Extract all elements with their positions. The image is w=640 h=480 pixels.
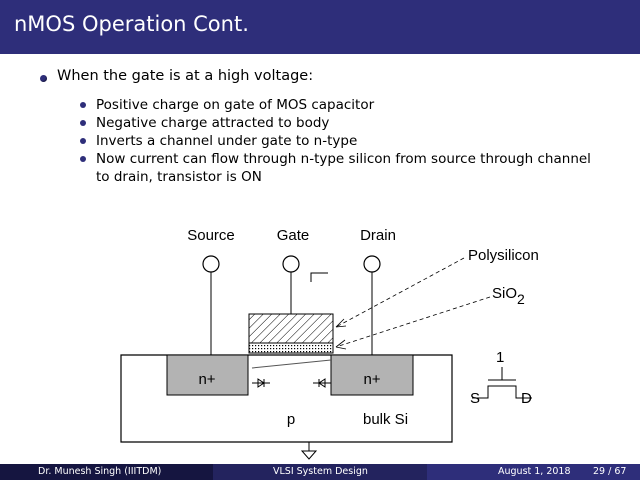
polysilicon-pointer xyxy=(335,257,465,328)
sio2-pointer xyxy=(335,296,491,348)
sub-bullet-dot xyxy=(80,138,86,144)
gate-voltage-indicator xyxy=(310,272,328,282)
sub-bullet-item: Negative charge attracted to body xyxy=(80,114,600,132)
sub-bullet-dot xyxy=(80,120,86,126)
sio2-label: SiO2 xyxy=(492,285,525,307)
polysilicon-arrowhead xyxy=(335,318,347,328)
sub-bullet-item: Now current can flow through n-type sili… xyxy=(80,150,600,186)
footer-date-cell: August 1, 2018 29 / 67 xyxy=(427,464,640,480)
slide-title-bar: nMOS Operation Cont. xyxy=(0,0,640,54)
p-type-label: p xyxy=(287,411,295,428)
footer-course-cell: VLSI System Design xyxy=(213,464,427,480)
sub-bullet-text: Inverts a channel under gate to n-type xyxy=(96,133,358,149)
main-bullet-text: When the gate is at a high voltage: xyxy=(57,68,314,84)
sio2-label-subscript: 2 xyxy=(517,291,525,307)
inversion-channel xyxy=(251,359,332,369)
drain-terminal-icon xyxy=(363,255,381,273)
sio2-label-main: SiO xyxy=(492,285,517,302)
symbol-drain-label: D xyxy=(521,390,532,407)
ground-icon xyxy=(300,442,318,460)
polysilicon-label: Polysilicon xyxy=(468,247,539,264)
sub-bullet-item: Inverts a channel under gate to n-type xyxy=(80,132,600,150)
drain-label: Drain xyxy=(360,227,396,244)
footer-page-number: 29 / 67 xyxy=(593,466,627,477)
oxide-layer xyxy=(248,342,334,354)
footer-author: Dr. Munesh Singh (IIITDM) xyxy=(38,466,162,477)
diode-icon xyxy=(313,378,331,388)
n-plus-drain-label: n+ xyxy=(363,371,380,388)
gate-terminal-icon xyxy=(282,255,300,273)
bulk-si-label: bulk Si xyxy=(363,411,408,428)
symbol-source-label: S xyxy=(470,390,480,407)
sub-bullet-list: Positive charge on gate of MOS capacitor… xyxy=(80,96,600,186)
source-label: Source xyxy=(187,227,235,244)
n-plus-drain-region xyxy=(330,354,414,396)
sub-bullet-text: Negative charge attracted to body xyxy=(96,115,330,131)
gate-label: Gate xyxy=(277,227,310,244)
sub-bullet-dot xyxy=(80,102,86,108)
sub-bullet-item: Positive charge on gate of MOS capacitor xyxy=(80,96,600,114)
source-terminal-icon xyxy=(202,255,220,273)
diode-icon xyxy=(252,378,270,388)
slide-footer: Dr. Munesh Singh (IIITDM) VLSI System De… xyxy=(0,464,640,480)
symbol-gate-value: 1 xyxy=(496,349,504,366)
sio2-arrowhead xyxy=(335,339,347,350)
n-plus-source-label: n+ xyxy=(198,371,215,388)
sub-bullet-dot xyxy=(80,156,86,162)
footer-author-cell: Dr. Munesh Singh (IIITDM) xyxy=(0,464,213,480)
footer-date: August 1, 2018 xyxy=(498,466,571,477)
main-bullet-dot xyxy=(40,75,47,82)
footer-course: VLSI System Design xyxy=(273,466,368,477)
sub-bullet-text: Positive charge on gate of MOS capacitor xyxy=(96,97,375,113)
n-plus-source-region xyxy=(166,354,249,396)
nmos-cross-section-diagram: Source Gate Drain n+ n+ p bulk Si Polysi… xyxy=(120,227,539,460)
slide-title: nMOS Operation Cont. xyxy=(14,12,249,36)
sub-bullet-text: Now current can flow through n-type sili… xyxy=(96,151,591,185)
polysilicon-gate xyxy=(248,313,334,344)
symbol-channel xyxy=(472,385,532,399)
